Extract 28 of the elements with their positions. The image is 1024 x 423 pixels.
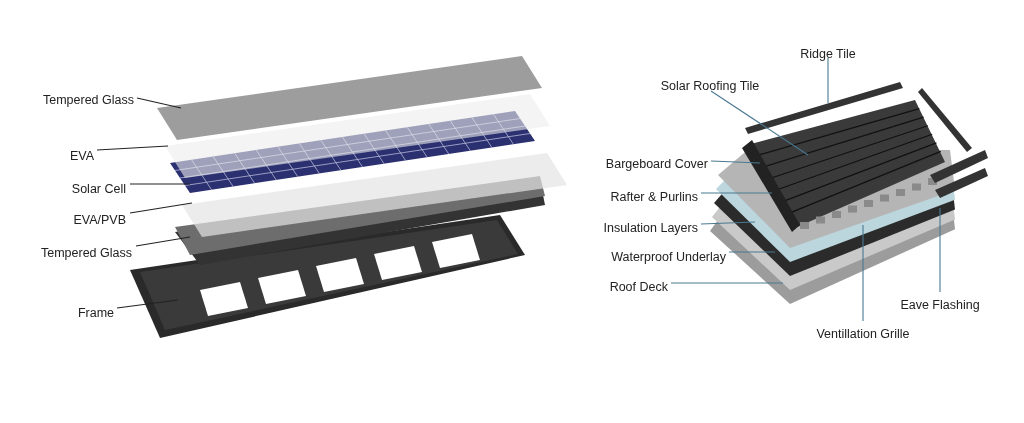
leader-line — [939, 207, 941, 293]
leader-line — [710, 90, 809, 156]
leader-line — [136, 97, 182, 109]
part-label: EVA/PVB — [73, 213, 126, 227]
part-label: Bargeboard Cover — [605, 157, 708, 171]
part-label: Frame — [77, 306, 114, 320]
part-label: Eave Flashing — [900, 298, 980, 312]
part-label: Ridge Tile — [800, 47, 856, 61]
leader-line — [710, 160, 761, 164]
part-label: Solar Cell — [71, 182, 126, 196]
leader-line — [827, 57, 829, 104]
part-label: Ventillation Grille — [816, 327, 910, 341]
part-label: EVA — [69, 149, 94, 163]
leader-line — [670, 282, 784, 284]
part-label: Tempered Glass — [43, 93, 134, 107]
leader-line — [135, 236, 191, 247]
leader-line — [129, 183, 191, 185]
leader-line — [116, 299, 179, 309]
part-label: Waterproof Underlay — [611, 250, 726, 264]
leader-line — [96, 145, 169, 151]
leader-line — [129, 202, 193, 214]
part-label: Rafter & Purlins — [610, 190, 698, 204]
part-label: Solar Roofing Tile — [660, 79, 760, 93]
leader-line — [700, 192, 773, 194]
leader-line — [862, 224, 864, 322]
part-label: Insulation Layers — [603, 221, 698, 235]
part-label: Tempered Glass — [41, 246, 132, 260]
part-label: Roof Deck — [609, 280, 668, 294]
